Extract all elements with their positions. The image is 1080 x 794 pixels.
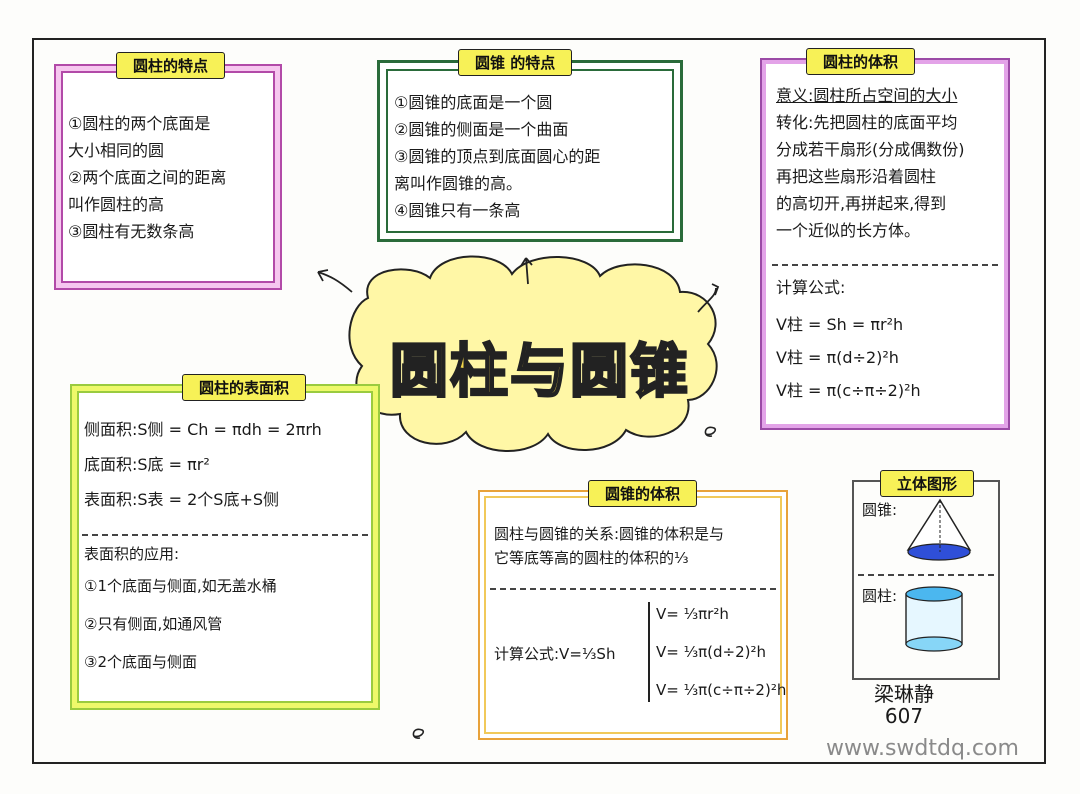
conversion-line: 一个近似的长方体。	[776, 221, 921, 240]
cylinder-volume-title: 圆柱的体积	[806, 48, 916, 75]
formula: V柱 = π(c÷π÷2)²h	[776, 381, 921, 400]
conversion-line: 分成若干扇形(分成偶数份)	[776, 140, 965, 159]
cone-formula-label: 计算公式:V=⅓Sh	[494, 645, 616, 663]
cloud-shape	[348, 255, 718, 452]
formula: V柱 = Sh = πr²h	[776, 315, 904, 334]
formula: V= ⅓π(c÷π÷2)²h	[656, 681, 787, 699]
cylinder-features-title: 圆柱的特点	[116, 52, 226, 79]
page-frame	[32, 38, 1046, 764]
list-item: ③圆柱有无数条高	[68, 222, 195, 241]
list-item: ②两个底面之间的距离	[68, 168, 227, 187]
list-item: 离叫作圆锥的高。	[394, 174, 523, 193]
list-item: 叫作圆柱的高	[68, 195, 165, 214]
applications-title: 表面积的应用:	[84, 545, 180, 563]
list-item: 大小相同的圆	[68, 141, 165, 160]
watermark: www.swdtdq.com	[826, 736, 1019, 761]
surface-line: 表面积:S表 = 2个S底+S侧	[84, 490, 280, 509]
formula: V= ⅓πr²h	[656, 605, 729, 623]
solid-figures-box: 立体图形 圆锥: 圆柱:	[852, 470, 1000, 680]
divider	[858, 574, 994, 576]
cylinder-label: 圆柱:	[862, 587, 898, 605]
list-item: ②圆锥的侧面是一个曲面	[394, 120, 569, 139]
list-item: ②只有侧面,如通风管	[84, 615, 223, 633]
cylinder-volume-box: 圆柱的体积 意义:圆柱所占空间的大小 转化:先把圆柱的底面平均 分成若干扇形(分…	[760, 48, 1010, 430]
cylinder-volume-body: 意义:圆柱所占空间的大小 转化:先把圆柱的底面平均 分成若干扇形(分成偶数份) …	[776, 82, 965, 244]
volume-definition: 意义:圆柱所占空间的大小	[776, 86, 958, 105]
relation-line: 它等底等高的圆柱的体积的⅓	[494, 549, 689, 567]
author-name: 梁琳静	[874, 682, 934, 706]
cylinder-features-body: ①圆柱的两个底面是 大小相同的圆 ②两个底面之间的距离 叫作圆柱的高 ③圆柱有无…	[68, 110, 226, 245]
cone-features-body: ①圆锥的底面是一个圆 ②圆锥的侧面是一个曲面 ③圆锥的顶点到底面圆心的距 离叫作…	[394, 89, 600, 224]
cylinder-figure	[905, 586, 963, 652]
cone-figure	[906, 498, 972, 561]
cylinder-volume-formulas: 计算公式: V柱 = Sh = πr²h V柱 = π(d÷2)²h V柱 = …	[776, 274, 921, 404]
divider	[772, 264, 998, 266]
list-item: ④圆锥只有一条高	[394, 201, 521, 220]
surface-line: 底面积:S底 = πr²	[84, 455, 210, 474]
cylinder-surface-title: 圆柱的表面积	[182, 374, 307, 401]
relation-line: 圆柱与圆锥的关系:圆锥的体积是与	[494, 525, 725, 543]
conversion-line: 的高切开,再拼起来,得到	[776, 194, 947, 213]
divider	[490, 588, 776, 590]
list-item: ③2个底面与侧面	[84, 653, 197, 671]
cone-formulas: V= ⅓πr²h V= ⅓π(d÷2)²h V= ⅓π(c÷π÷2)²h	[648, 602, 786, 702]
cone-volume-title: 圆锥的体积	[588, 480, 698, 507]
cylinder-surface-box: 圆柱的表面积 侧面积:S侧 = Ch = πdh = 2πrh 底面积:S底 =…	[70, 374, 380, 710]
surface-line: 侧面积:S侧 = Ch = πdh = 2πrh	[84, 420, 322, 439]
center-title: 圆柱与圆锥	[389, 336, 690, 407]
surface-applications: 表面积的应用: ①1个底面与侧面,如无盖水桶 ②只有侧面,如通风管 ③2个底面与…	[84, 542, 277, 674]
formula-label: 计算公式:	[776, 278, 846, 297]
signature: 梁琳静 607	[874, 683, 934, 727]
cone-features-box: 圆锥 的特点 ①圆锥的底面是一个圆 ②圆锥的侧面是一个曲面 ③圆锥的顶点到底面圆…	[377, 49, 683, 242]
list-item: ③圆锥的顶点到底面圆心的距	[394, 147, 601, 166]
cone-volume-body: 圆柱与圆锥的关系:圆锥的体积是与 它等底等高的圆柱的体积的⅓	[494, 522, 724, 570]
formula: V= ⅓π(d÷2)²h	[656, 643, 767, 661]
cylinder-features-box: 圆柱的特点 ①圆柱的两个底面是 大小相同的圆 ②两个底面之间的距离 叫作圆柱的高…	[54, 52, 282, 290]
solid-figures-title: 立体图形	[880, 470, 975, 497]
cone-label: 圆锥:	[862, 501, 898, 519]
cone-features-title: 圆锥 的特点	[458, 49, 573, 76]
divider	[82, 534, 368, 536]
conversion-line: 转化:先把圆柱的底面平均	[776, 113, 958, 132]
formula: V柱 = π(d÷2)²h	[776, 348, 899, 367]
author-class: 607	[884, 704, 924, 728]
cone-volume-box: 圆锥的体积 圆柱与圆锥的关系:圆锥的体积是与 它等底等高的圆柱的体积的⅓ 计算公…	[478, 480, 788, 740]
list-item: ①圆锥的底面是一个圆	[394, 93, 553, 112]
list-item: ①1个底面与侧面,如无盖水桶	[84, 577, 277, 595]
list-item: ①圆柱的两个底面是	[68, 114, 211, 133]
conversion-line: 再把这些扇形沿着圆柱	[776, 167, 937, 186]
cylinder-surface-body: 侧面积:S侧 = Ch = πdh = 2πrh 底面积:S底 = πr² 表面…	[84, 416, 322, 513]
